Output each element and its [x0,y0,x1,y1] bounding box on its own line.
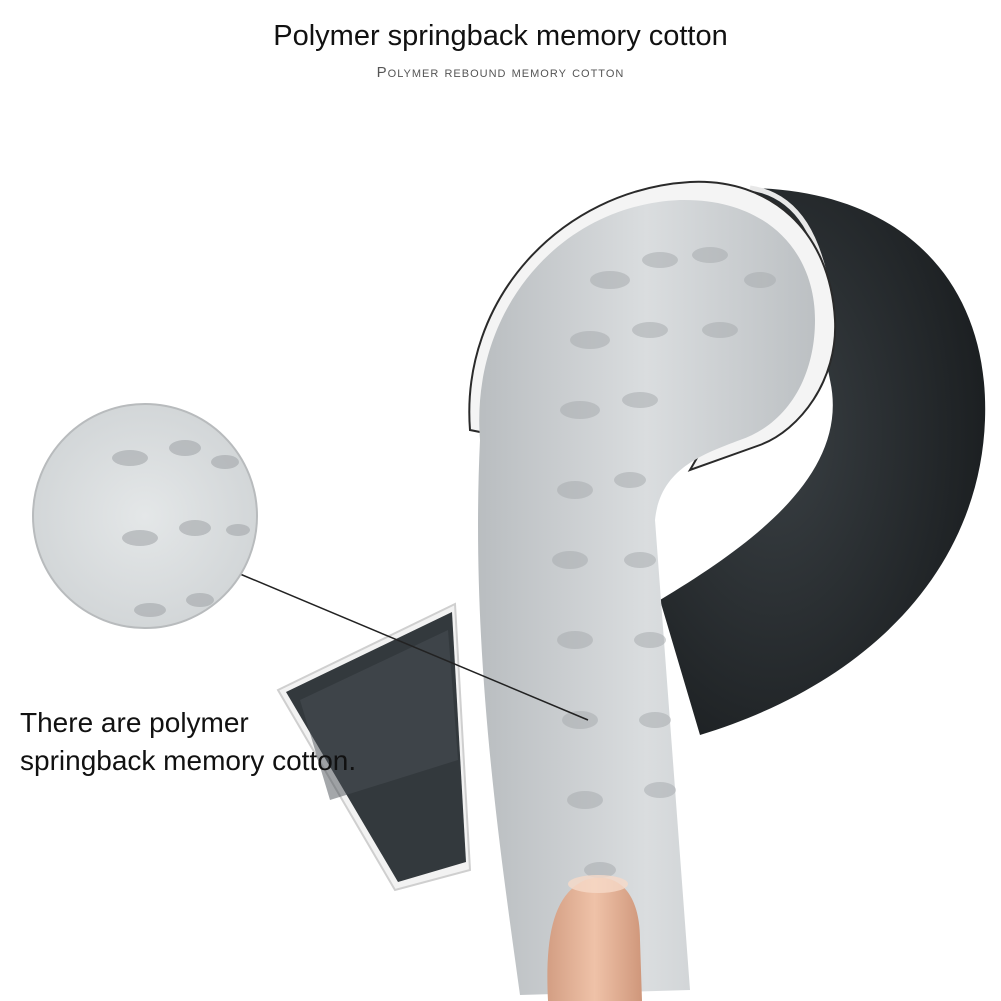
page-title: Polymer springback memory cotton [273,20,728,52]
callout-pointer-line [239,573,589,721]
zoom-detail-circle [32,403,258,629]
lower-pad-segment [276,602,472,892]
memory-foam-strip [478,199,815,995]
callout-line-1: There are polymer [20,707,249,738]
callout-line-2: springback memory cotton. [20,745,357,776]
page-subtitle: Polymer rebound memory cotton [376,64,625,81]
callout-caption: There are polymer springback memory cott… [20,704,356,780]
finger [547,875,642,1001]
